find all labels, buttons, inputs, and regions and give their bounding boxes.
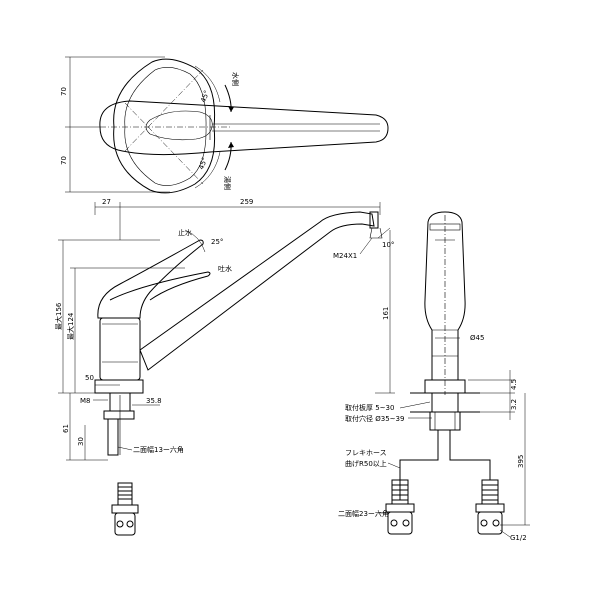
front-shank — [431, 392, 459, 413]
dim-395: 395 — [517, 455, 525, 468]
front-hose-fitting-right — [475, 479, 505, 535]
angle-top: 45° — [199, 89, 211, 103]
side-base — [94, 379, 144, 394]
side-handle — [97, 239, 204, 319]
top-view: 70 70 45° 45° 水側 湯側 — [60, 56, 389, 194]
label-wrench-13: 二面幅13ー六角 — [133, 445, 184, 454]
dim-max156: 最大156 — [54, 302, 63, 330]
top-lever-outline — [99, 100, 389, 156]
dim-61: 61 — [62, 424, 70, 433]
dim-m8: M8 — [80, 397, 91, 405]
dim-3-2: 3.2 — [510, 399, 518, 410]
label-mount-thickness: 取付板厚 5~30 — [345, 403, 394, 412]
label-bend-radius: 曲げR50以上 — [345, 459, 387, 468]
label-flow-water: 吐水 — [218, 264, 232, 273]
label-stop-water: 止水 — [178, 228, 192, 237]
dim-phi45: Ø45 — [470, 334, 484, 342]
dim-50: 50 — [85, 374, 94, 382]
side-spout — [139, 211, 375, 371]
front-handle — [424, 211, 466, 381]
label-hot-side: 湯側 — [223, 176, 232, 190]
label-mount-hole: 取付穴径 Ø35~39 — [345, 414, 404, 423]
dim-27: 27 — [102, 198, 111, 206]
dim-259: 259 — [240, 198, 253, 206]
dim-4-5: 4.5 — [510, 379, 518, 390]
top-base-outline — [113, 58, 216, 194]
label-wrench-23: 二面幅23ー六角 — [338, 509, 389, 518]
dim-max124: 最大124 — [66, 312, 75, 340]
side-body — [99, 317, 141, 381]
front-view: Ø45 4.5 3.2 取付板厚 5~30 取付穴径 Ø35~39 フレキホース… — [338, 211, 530, 542]
angle-bottom: 45° — [197, 156, 209, 170]
angle-10: 10° — [382, 241, 394, 249]
dim-70-top: 70 — [60, 87, 68, 96]
label-flex-hose: フレキホース — [345, 449, 387, 457]
label-cold-side: 水側 — [231, 72, 240, 86]
side-hose-fitting — [111, 482, 139, 536]
label-m24x1: M24X1 — [333, 252, 357, 260]
dim-30: 30 — [77, 437, 85, 446]
angle-25: 25° — [211, 238, 223, 246]
dim-35-8: 35.8 — [146, 397, 162, 405]
dim-161: 161 — [382, 307, 390, 320]
dim-70-bottom: 70 — [60, 156, 68, 165]
side-view: 27 259 最大156 最大124 25° 止水 吐水 M24X1 10° — [54, 198, 395, 536]
label-g1-2: G1/2 — [510, 534, 527, 542]
front-hose-fitting-left — [385, 479, 415, 535]
